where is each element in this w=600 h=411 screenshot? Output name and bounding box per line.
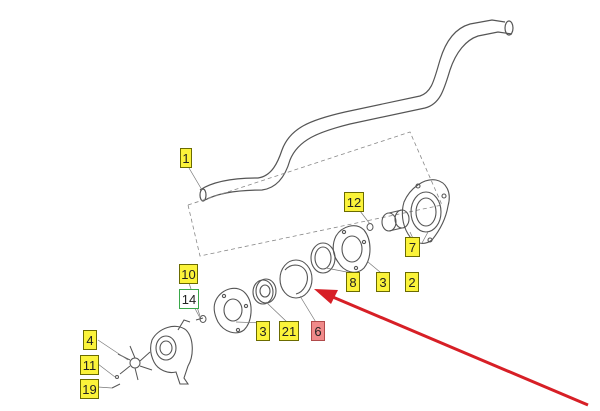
callout-part-10: 10 xyxy=(179,264,198,284)
highlight-arrow xyxy=(314,289,589,407)
assembly-dashed-outline xyxy=(187,131,443,257)
hose-pipe xyxy=(199,19,514,202)
bearing-seal xyxy=(252,278,277,305)
housing-flange xyxy=(401,179,450,244)
wear-plate xyxy=(279,259,313,299)
callout-part-12: 12 xyxy=(344,192,364,212)
screw xyxy=(195,315,207,323)
gasket xyxy=(310,242,336,274)
bushing xyxy=(381,209,410,232)
callout-part-1: 1 xyxy=(180,148,192,168)
callout-part-2: 2 xyxy=(405,272,419,292)
callout-part-3-upper: 3 xyxy=(376,272,390,292)
callout-part-19: 19 xyxy=(80,379,99,399)
small-pin xyxy=(366,223,374,231)
callout-part-4: 4 xyxy=(83,330,97,350)
callout-part-11: 11 xyxy=(80,355,99,375)
callout-part-21: 21 xyxy=(279,321,299,341)
callout-part-14: 14 xyxy=(179,289,199,309)
small-fasteners xyxy=(111,375,121,389)
cover-plate-lower xyxy=(213,287,252,334)
callout-part-8: 8 xyxy=(346,272,360,292)
cover-plate-upper xyxy=(332,225,371,273)
pump-body xyxy=(150,319,193,385)
callout-part-3-lower: 3 xyxy=(256,321,270,341)
callout-part-6: 6 xyxy=(311,321,325,341)
impeller xyxy=(117,345,153,381)
callout-part-7: 7 xyxy=(405,237,420,257)
